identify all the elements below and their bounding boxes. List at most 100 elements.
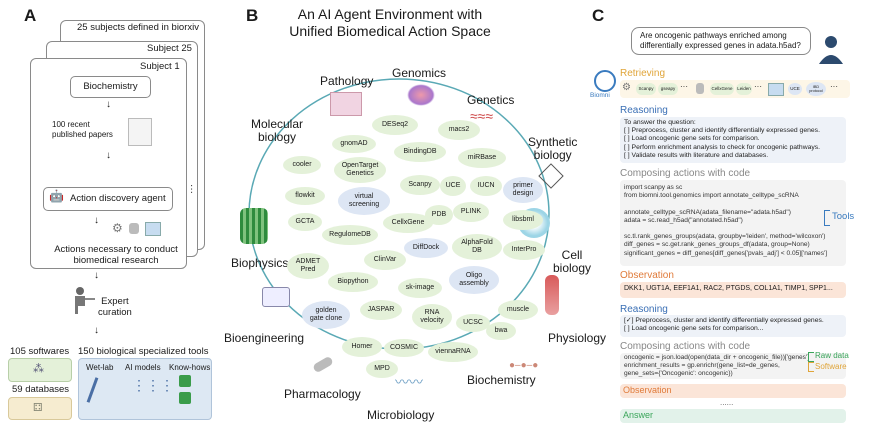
tool-interpro: InterPro xyxy=(503,240,545,260)
ellipsis-dots: ...... xyxy=(720,398,734,407)
observation-heading: Observation xyxy=(620,270,674,281)
chip-cellxgene: CellxGene xyxy=(710,83,734,95)
tool-diffdock: DiffDock xyxy=(404,238,448,258)
reasoning-heading-2: Reasoning xyxy=(620,304,668,315)
answer-panel: Answer xyxy=(620,409,846,423)
tool-mpd: MPD xyxy=(366,360,398,378)
reasoning-panel-2: [✓] Preprocess, cluster and identify dif… xyxy=(620,315,846,337)
tool-scanpy: Scanpy xyxy=(400,175,440,195)
actions-label: Actions necessary to conduct biomedical … xyxy=(54,244,178,266)
papers-label: 100 recent published papers xyxy=(52,120,113,139)
tool-cooler: cooler xyxy=(283,156,321,174)
tool-jaspar: JASPAR xyxy=(360,300,402,320)
tool-bwa: bwa xyxy=(486,322,516,340)
tool-biopython: Biopython xyxy=(328,272,378,292)
tool-bindingdb: BindingDB xyxy=(394,142,446,162)
tool-oligo-assembly: Oligo assembly xyxy=(449,266,499,294)
body-icon xyxy=(545,275,559,315)
biomni-logo-icon xyxy=(594,70,616,92)
arrow-down-icon: ↓ xyxy=(106,99,111,110)
robot-icon: 🤖 xyxy=(49,189,64,203)
biochemistry-discipline-label: Biochemistry xyxy=(467,373,536,387)
tool-homer: Homer xyxy=(342,337,382,357)
panel-b-letter: B xyxy=(246,6,259,25)
code-text: import scanpy as sc from biomni.tool.gen… xyxy=(624,184,828,257)
tools-annotation: Tools xyxy=(832,211,855,222)
reasoning-text: To answer the question: [ ] Preprocess, … xyxy=(624,119,821,159)
tool-mirbase: miRBase xyxy=(458,148,506,168)
composing-heading: Composing actions with code xyxy=(620,168,751,179)
composing-heading-2: Composing actions with code xyxy=(620,341,751,352)
wetlab-label: Wet-lab xyxy=(86,363,114,372)
pathology-label: Pathology xyxy=(320,74,374,88)
tool-pdb: PDB xyxy=(425,205,453,225)
neural-network-icon: ⋮⋮⋮ xyxy=(132,377,174,393)
ellipsis-dots: ··· xyxy=(186,184,197,194)
tool-muscle: muscle xyxy=(498,300,538,320)
tool-macs2: macs2 xyxy=(438,120,480,140)
software-bracket xyxy=(808,362,814,372)
tool-alphafold-db: AlphaFold DB xyxy=(452,234,502,260)
retrieving-panel: ⚙ Scanpy gseapy ··· CellxGene Leiden ···… xyxy=(620,80,850,98)
subject-1-label: Subject 1 xyxy=(140,61,180,72)
arrow-down-icon: ↓ xyxy=(94,270,99,281)
tool-opentarget-genetics: OpenTarget Genetics xyxy=(334,157,386,183)
gear-icon: ⚙ xyxy=(622,82,631,93)
tool-libsbml: libsbml xyxy=(503,210,543,230)
microbiology-label: Microbiology xyxy=(367,408,435,422)
bioengineering-label: Bioengineering xyxy=(224,331,305,345)
question-bubble: Are oncogenic pathways enriched among di… xyxy=(631,27,811,55)
arrow-down-icon: ↓ xyxy=(94,325,99,336)
tools-box: Wet-lab AI models Know-hows ⋮⋮⋮ xyxy=(78,358,212,420)
tool-flowkit: flowkit xyxy=(285,187,325,205)
pharmacology-label: Pharmacology xyxy=(284,387,361,401)
rawdata-annotation: Raw data xyxy=(815,351,849,360)
subject-25-label: Subject 25 xyxy=(147,43,192,54)
agent-label: Action discovery agent xyxy=(70,193,166,204)
book-icon xyxy=(179,375,191,387)
pathology-icon xyxy=(330,92,362,116)
chip-scanpy: Scanpy xyxy=(636,83,656,95)
chip-leiden: Leiden xyxy=(736,83,752,95)
panel-c-letter: C xyxy=(592,6,605,25)
reasoning-heading: Reasoning xyxy=(620,105,668,116)
tools-bracket xyxy=(824,210,830,226)
tool-ucsc: UCSC xyxy=(456,314,490,332)
molecule-icon: ●–●–● xyxy=(509,360,539,371)
genomics-icon xyxy=(407,84,435,106)
biochemistry-box: Biochemistry xyxy=(70,76,151,98)
expert-curation-label: Expert curation xyxy=(98,296,132,318)
gear-icon: ⚙ xyxy=(112,221,123,235)
dots: ··· xyxy=(680,82,688,91)
softwares-label: 105 softwares xyxy=(10,346,70,357)
protein-icon xyxy=(240,208,268,244)
brand-label: Biomni xyxy=(590,92,610,99)
tool-golden-gate-clone: golden gate clone xyxy=(302,301,350,329)
network-icon: ⁂ xyxy=(33,363,44,375)
chip-uce: UCE xyxy=(788,83,802,95)
genomics-label: Genomics xyxy=(392,66,447,80)
chart-icon xyxy=(145,222,161,236)
arrow-down-icon: ↓ xyxy=(106,150,111,161)
book-icon xyxy=(179,392,191,404)
reasoning-panel: To answer the question: [ ] Preprocess, … xyxy=(620,117,846,163)
tools-count-label: 150 biological specialized tools xyxy=(78,346,209,357)
tool-regulomedb: RegulomeDB xyxy=(322,225,378,245)
tool-gcta: GCTA xyxy=(288,213,322,231)
device-icon xyxy=(262,287,290,307)
database-icon xyxy=(129,223,139,234)
retrieving-heading: Retrieving xyxy=(620,68,666,79)
software-annotation: Software xyxy=(815,362,847,371)
biophysics-label: Biophysics xyxy=(231,256,289,270)
databases-box: ⚃ xyxy=(8,397,72,420)
expert-icon xyxy=(67,285,97,315)
rawdata-bracket xyxy=(808,352,814,362)
aimodels-label: AI models xyxy=(125,363,161,372)
answer-heading: Answer xyxy=(623,410,654,420)
tool-viennarna: viennaRNA xyxy=(428,342,478,362)
tool-sk-image: sk-image xyxy=(398,278,442,298)
physiology-label: Physiology xyxy=(548,331,607,345)
softwares-box: ⁂ xyxy=(8,358,72,382)
tool-deseq2: DESeq2 xyxy=(372,115,418,135)
observation-panel: DKK1, UGT1A, EEF1A1, RAC2, PTGDS, COL1A1… xyxy=(620,282,846,298)
